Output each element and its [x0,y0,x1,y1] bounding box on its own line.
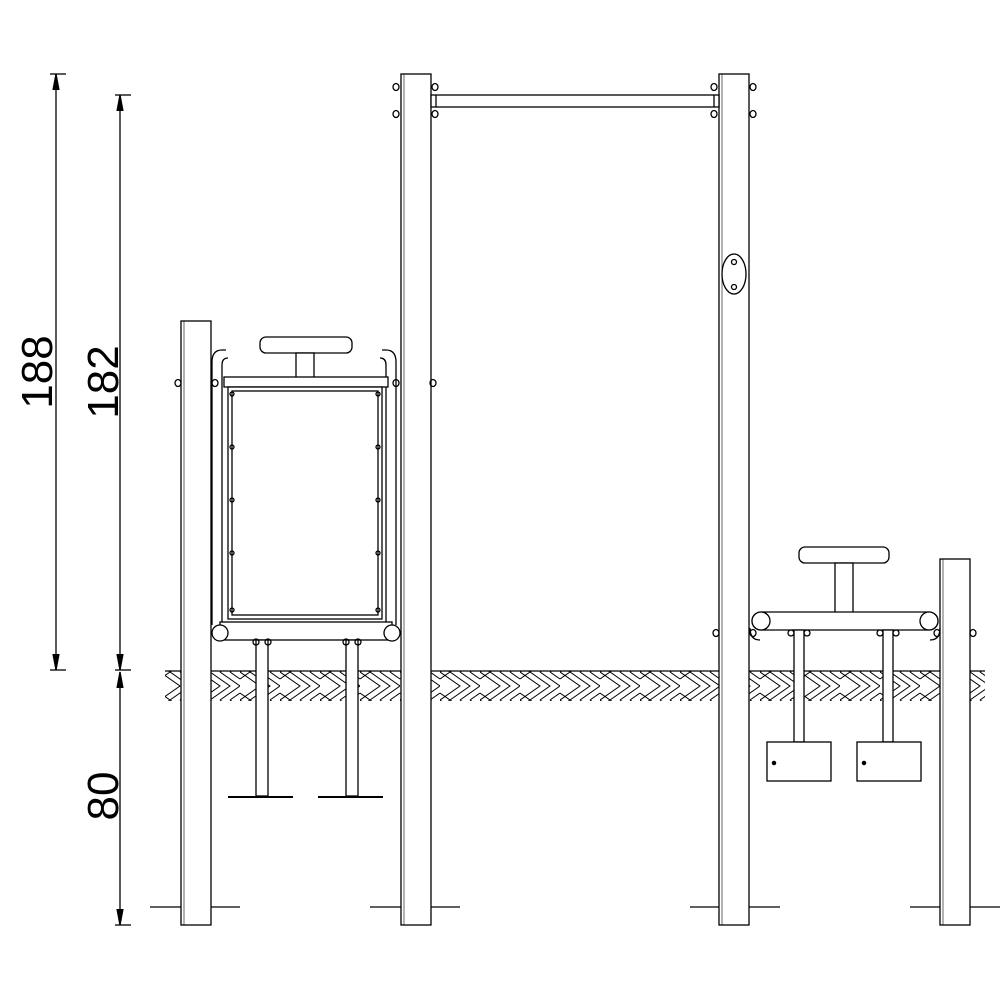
left-exercise-station [174,336,437,798]
post-left-tall [400,73,432,926]
dimension-80: 80 [79,671,131,926]
dimension-182: 182 [79,94,131,671]
dimension-182-label: 182 [79,345,128,418]
dimension-80-label: 80 [79,772,128,821]
pull-up-bar [430,94,720,108]
post-right-short [939,558,971,926]
dimension-188-label: 188 [13,335,62,408]
ground-surface [165,670,985,701]
post-right-tall [718,73,750,926]
right-exercise-station [712,546,977,782]
post-left-short [180,320,212,926]
bar-clamp-bolts [392,82,757,119]
info-plate-oval [721,253,747,295]
dimension-188: 188 [13,73,66,671]
